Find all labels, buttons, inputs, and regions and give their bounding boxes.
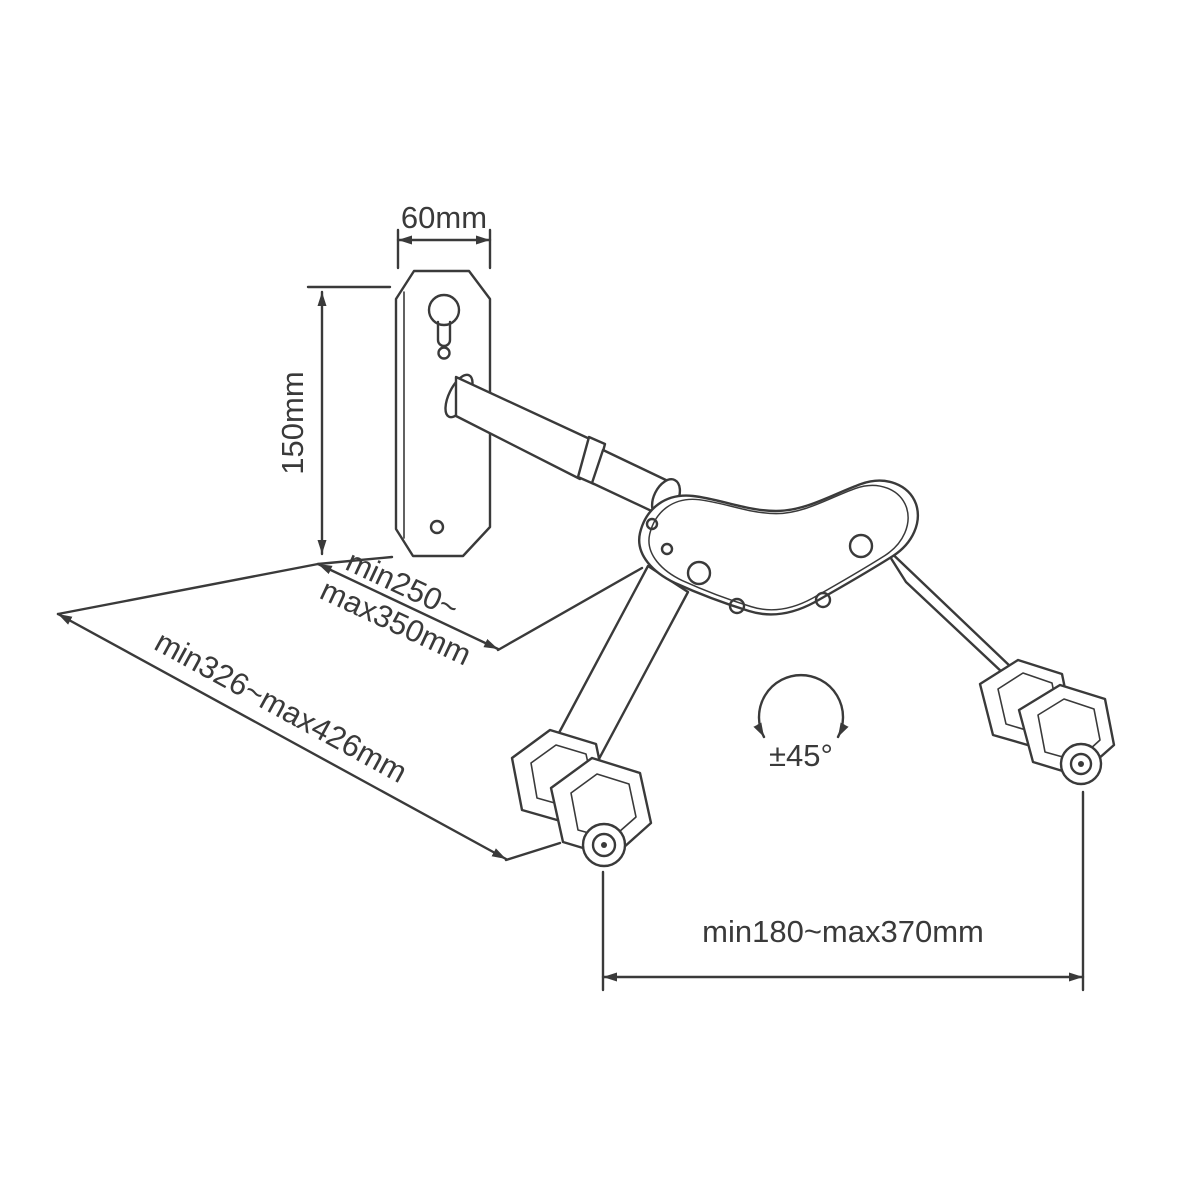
- mounting-hole-bottom: [429, 519, 445, 535]
- telescoping-arm: [444, 373, 682, 518]
- dimension-label-width: 60mm: [401, 200, 487, 235]
- dimension-label-spread: min180~max370mm: [702, 914, 984, 949]
- hinge-screw: [645, 517, 659, 531]
- bracket-hole-left: [686, 560, 712, 586]
- left-hook: [510, 728, 653, 868]
- left-hook-front-loop-inner: [570, 773, 637, 840]
- keyhole-slot-stem: [436, 320, 452, 348]
- dimension-width: 60mm: [396, 200, 492, 270]
- right-hook: [978, 658, 1116, 786]
- dimension-depth: min250~ max350mm: [315, 543, 644, 672]
- bracket-outline: [637, 479, 920, 616]
- dimension-spread: min180~max370mm: [601, 790, 1085, 992]
- left-knob-cap: [591, 832, 617, 858]
- wall-plate-outline: [394, 269, 492, 558]
- bracket-hole-right: [848, 533, 874, 559]
- right-knob-center: [1078, 761, 1084, 767]
- left-knob-center: [601, 842, 607, 848]
- rotation-indicator: ±45°: [753, 674, 849, 773]
- wall-plate: [394, 269, 492, 558]
- dimension-line-reach: [56, 612, 508, 861]
- dimension-reach: min326~max426mm: [56, 612, 562, 862]
- extension-line: [504, 841, 562, 862]
- bracket-hole-small-right: [814, 591, 832, 609]
- right-hook-front-loop-inner: [1037, 698, 1101, 762]
- dimension-label-height: 150mm: [275, 371, 310, 474]
- extension-line: [496, 566, 644, 652]
- dimension-label-reach: min326~max426mm: [149, 624, 413, 790]
- bracket-hole-small-left: [728, 597, 746, 615]
- bracket-inner-edge: [648, 484, 909, 611]
- right-knob-cap: [1069, 752, 1093, 776]
- hinge-screw: [660, 542, 674, 556]
- dimension-label-tilt-angle: ±45°: [769, 738, 833, 773]
- tilt-bracket: [637, 479, 920, 616]
- dimension-height: 150mm: [56, 285, 394, 616]
- mounting-hole-top: [437, 346, 451, 360]
- rotation-arc-icon: [753, 674, 849, 739]
- keyhole-slot: [427, 293, 461, 327]
